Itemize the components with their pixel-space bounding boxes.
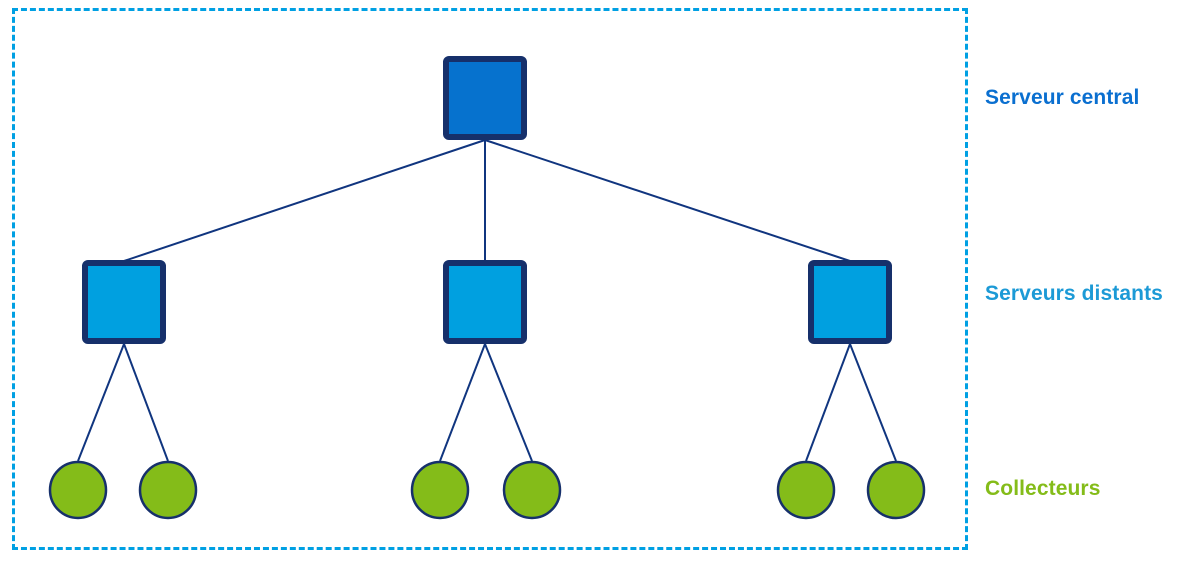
central-server-group (443, 56, 527, 140)
connector-remote-3-to-collector-5 (805, 343, 851, 462)
legend-label-serveurs-distants: Serveurs distants (985, 282, 1163, 305)
node-collector-6[interactable] (866, 460, 926, 520)
connector-central-to-remote-3 (484, 139, 851, 262)
node-remote-server-1[interactable] (82, 260, 166, 344)
legend-label-collecteurs: Collecteurs (985, 477, 1101, 500)
node-central-server[interactable] (443, 56, 527, 140)
remote-servers-group (82, 260, 892, 344)
node-remote-server-2[interactable] (443, 260, 527, 344)
node-collector-1[interactable] (48, 460, 108, 520)
connector-group (77, 139, 897, 462)
connector-remote-2-to-collector-4 (484, 343, 533, 462)
diagram-boundary-dashed-box (12, 8, 968, 550)
collectors-group (48, 460, 926, 520)
node-collector-4[interactable] (502, 460, 562, 520)
node-remote-server-3[interactable] (808, 260, 892, 344)
node-collector-3[interactable] (410, 460, 470, 520)
connector-central-to-remote-1 (123, 139, 486, 262)
connector-remote-3-to-collector-6 (849, 343, 897, 462)
connector-remote-1-to-collector-1 (77, 343, 125, 462)
connector-remote-1-to-collector-2 (123, 343, 169, 462)
connector-remote-2-to-collector-3 (439, 343, 486, 462)
node-collector-2[interactable] (138, 460, 198, 520)
legend-label-serveur-central: Serveur central (985, 86, 1140, 109)
node-collector-5[interactable] (776, 460, 836, 520)
